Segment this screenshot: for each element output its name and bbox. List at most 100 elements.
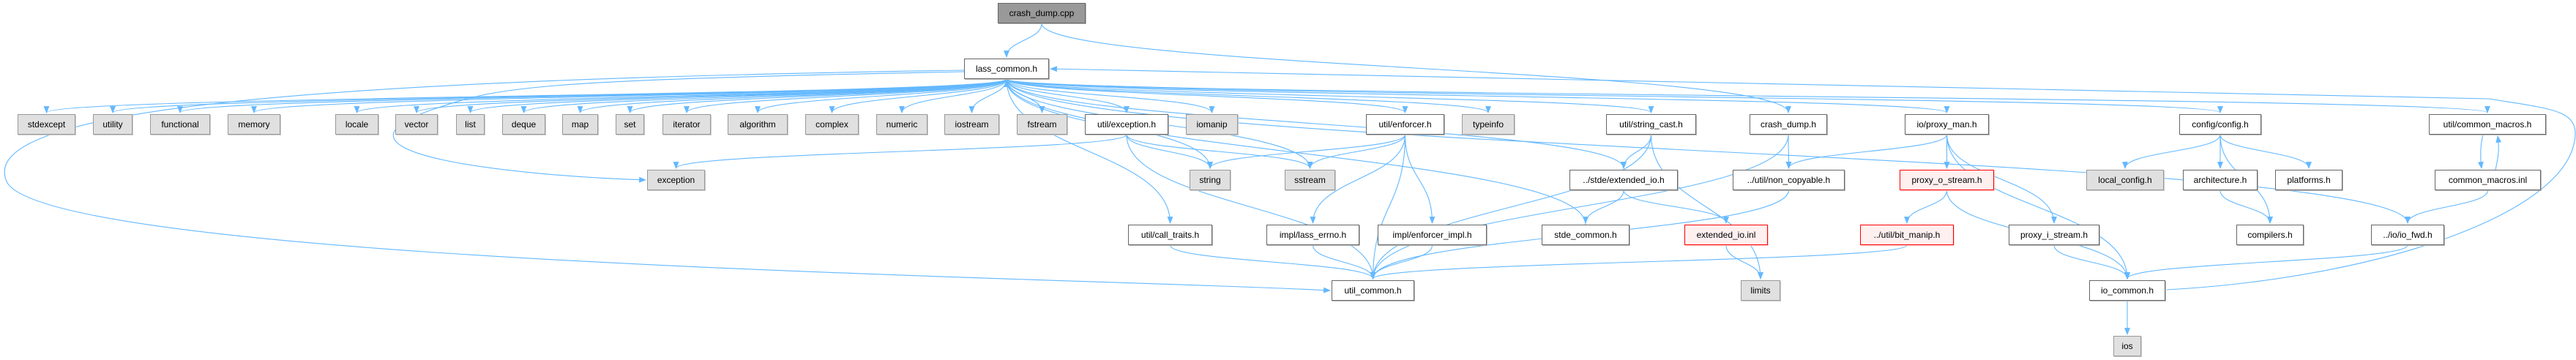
graph-node-label: util/call_traits.h [1140,230,1200,240]
graph-node-proxy-o[interactable]: proxy_o_stream.h [1900,170,1994,190]
graph-node-util-common[interactable]: util_common.h [1332,280,1414,301]
graph-node-non-copyable[interactable]: ../util/non_copyable.h [1733,170,1845,190]
edge-common_macros_inl-to-io_fwd [2405,190,2489,224]
edge-proxy_i-to-io_common [2053,244,2130,280]
edge-lass_common-to-utility [110,78,1007,113]
edge-bit_manip-to-util_common [1370,244,1908,280]
graph-node-exception[interactable]: exception [647,170,705,190]
graph-node-stde-common[interactable]: stde_common.h [1542,225,1629,245]
edge-lass_errno-to-util_common [1312,244,1376,280]
graph-node-iterator[interactable]: iterator [662,114,711,135]
graph-node-ios[interactable]: ios [2113,336,2141,356]
graph-node-io-common[interactable]: io_common.h [2089,280,2165,301]
graph-node-architecture[interactable]: architecture.h [2183,170,2258,190]
edge-io_fwd-to-io_common [2124,244,2408,280]
graph-node-fstream[interactable]: fstream [1017,114,1067,135]
graph-node-local-config[interactable]: local_config.h [2086,170,2164,190]
edge-lass_common-to-extended_io [1006,78,1627,169]
edge-lass_common-to-enforcer [1006,78,1408,113]
graph-node-compilers[interactable]: compilers.h [2236,225,2304,245]
graph-node-string[interactable]: string [1190,170,1231,190]
graph-node-algorithm[interactable]: algorithm [728,114,788,135]
graph-node-crash-dump-h[interactable]: crash_dump.h [1750,114,1827,135]
edge-lass_common-to-config [1006,78,2223,113]
graph-node-iomanip[interactable]: iomanip [1186,114,1238,135]
graph-node-label: set [624,119,636,130]
edge-common_macros_inl-to-common_macros [2495,135,2502,170]
edge-lass_common-to-typeinfo [1006,78,1491,113]
graph-node-common-macros-inl[interactable]: common_macros.inl [2435,170,2541,190]
graph-node-extended-io[interactable]: ../stde/extended_io.h [1569,170,1678,190]
graph-node-list[interactable]: list [456,114,485,135]
edge-proxy_o-to-bit_manip [1904,190,1948,224]
graph-node-map[interactable]: map [562,114,598,135]
graph-node-label: common_macros.inl [2448,175,2528,185]
edge-lass_common-to-call_traits [1006,78,1173,224]
edge-call_traits-to-util_common [1169,244,1376,280]
graph-node-vector[interactable]: vector [395,114,438,135]
graph-node-functional[interactable]: functional [150,114,210,135]
edge-lass_common-to-memory [251,78,1007,113]
edge-extended_io_inl-to-limits [1725,244,1763,280]
edge-enforcer-to-sstream [1307,134,1406,169]
graph-node-string-cast[interactable]: util/string_cast.h [1606,114,1696,135]
graph-node-exception-h[interactable]: util/exception.h [1085,114,1168,135]
graph-node-iostream[interactable]: iostream [944,114,999,135]
graph-node-deque[interactable]: deque [502,114,545,135]
graph-node-utility[interactable]: utility [93,114,132,135]
graph-node-label: exception [657,175,695,185]
graph-node-label: ../util/non_copyable.h [1747,175,1831,185]
edge-lass_common-to-set [627,78,1007,113]
edge-extended_io-to-extended_io_inl [1623,190,1729,224]
graph-node-platforms[interactable]: platforms.h [2275,170,2342,190]
graph-node-label: limits [1750,285,1771,296]
edge-config-to-local_config [2122,134,2221,169]
graph-node-complex[interactable]: complex [805,114,859,135]
graph-node-numeric[interactable]: numeric [876,114,927,135]
graph-node-label: util/exception.h [1097,119,1157,130]
graph-node-label: list [465,119,476,130]
graph-node-label: crash_dump.h [1760,119,1817,130]
edge-proxy_man-to-proxy_i [1946,134,2057,224]
graph-node-memory[interactable]: memory [228,114,280,135]
graph-node-stdexcept[interactable]: stdexcept [18,114,75,135]
graph-node-label: io/proxy_man.h [1916,119,1977,130]
graph-node-sstream[interactable]: sstream [1285,170,1335,190]
edge-common_macros-to-common_macros_inl [2477,134,2484,169]
graph-node-label: fstream [1027,119,1057,130]
graph-node-lass-errno[interactable]: impl/lass_errno.h [1266,225,1359,245]
edge-enforcer-to-enforcer_impl [1404,134,1436,224]
graph-node-config[interactable]: config/config.h [2179,114,2261,135]
graph-node-proxy-i[interactable]: proxy_i_stream.h [2009,225,2099,245]
graph-node-enforcer[interactable]: util/enforcer.h [1366,114,1444,135]
graph-node-root[interactable]: crash_dump.cpp [998,3,1086,23]
graph-node-label: stdexcept [27,119,66,130]
graph-node-label: config/config.h [2192,119,2249,130]
graph-node-set[interactable]: set [616,114,644,135]
graph-node-typeinfo[interactable]: typeinfo [1462,114,1515,135]
graph-node-label: local_config.h [2098,175,2152,185]
graph-node-call-traits[interactable]: util/call_traits.h [1128,225,1212,245]
graph-node-bit-manip[interactable]: ../util/bit_manip.h [1860,225,1954,245]
graph-node-label: compilers.h [2247,230,2293,240]
edge-enforcer-to-string [1207,134,1406,169]
graph-node-limits[interactable]: limits [1741,280,1780,301]
graph-node-label: sstream [1294,175,1326,185]
graph-node-lass-common[interactable]: lass_common.h [964,59,1049,79]
edge-crash_dump_h-to-non_copyable [1785,134,1792,169]
graph-node-extended-io-inl[interactable]: extended_io.inl [1684,225,1768,245]
graph-node-common-macros[interactable]: util/common_macros.h [2429,114,2546,135]
edge-io_common-to-lass_common [1050,66,2576,290]
graph-node-enforcer-impl[interactable]: impl/enforcer_impl.h [1378,225,1487,245]
graph-node-locale[interactable]: locale [335,114,378,135]
edge-string_cast-to-util_common [1370,134,1652,280]
edge-string_cast-to-limits [1650,134,1763,280]
graph-node-label: utility [102,119,123,130]
graph-node-proxy-man[interactable]: io/proxy_man.h [1905,114,1989,135]
edge-extended_io-to-stde_common [1583,190,1624,224]
graph-node-io-fwd[interactable]: ../io/io_fwd.h [2371,225,2444,245]
edge-lass_common-to-io_fwd [1006,78,2411,224]
graph-node-label: architecture.h [2193,175,2247,185]
edge-lass_common-to-iomanip [1006,78,1215,113]
